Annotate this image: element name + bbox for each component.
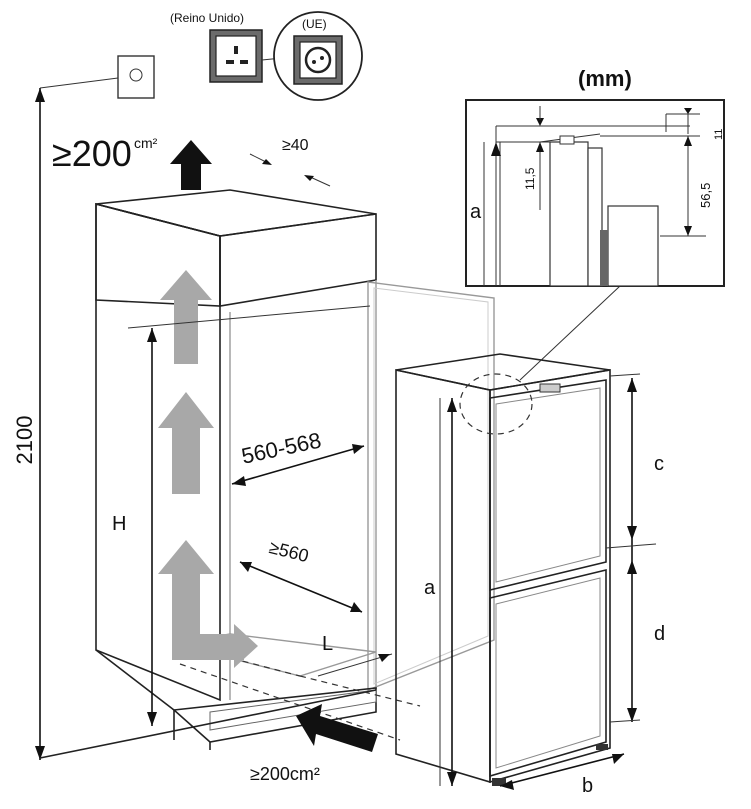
niche-width-dimension: 560-568: [231, 427, 365, 486]
niche-depth-dimension: ≥560: [239, 537, 363, 613]
b-label: b: [582, 775, 593, 797]
airflow-arrows: [158, 270, 258, 668]
niche-depth-label: ≥560: [267, 537, 311, 566]
detail-11-label: 11: [713, 129, 725, 140]
top-vent-arrow-icon: [170, 140, 212, 190]
top-vent-unit: cm²: [134, 135, 158, 151]
c-label: c: [654, 453, 664, 475]
l-label: L: [322, 633, 333, 655]
height-2100-label: 2100: [12, 416, 37, 465]
gap-top-label: ≥40: [282, 137, 309, 154]
a-dimension-main: a: [424, 398, 457, 786]
cd-dimensions: c d: [605, 373, 665, 723]
h-label: H: [112, 513, 126, 535]
a-detail-label: a: [470, 201, 482, 223]
bottom-vent-label: ≥200cm²: [250, 764, 320, 784]
eu-socket-icon: (UE): [273, 11, 363, 101]
detail-inset: a 11,5 56,5 11: [465, 99, 725, 287]
h-dimension: H: [112, 305, 371, 726]
socket-outlet-icon: [39, 55, 155, 99]
detail-11-5-label: 11,5: [523, 167, 537, 190]
detail-56-5-label: 56,5: [698, 183, 713, 208]
b-dimension: b: [499, 753, 625, 797]
top-vent-value: ≥200: [52, 133, 132, 174]
bottom-vent-arrow-icon: [296, 704, 378, 752]
eu-label: (UE): [302, 17, 327, 31]
uk-socket-icon: [209, 29, 263, 83]
niche-width-label: 560-568: [239, 427, 323, 468]
a-main-label: a: [424, 577, 436, 599]
total-height-dimension: 2100: [12, 88, 45, 760]
cabinet-niche: [39, 189, 495, 759]
d-label: d: [654, 623, 665, 645]
mm-label: (mm): [578, 66, 632, 91]
fridge-appliance: [395, 285, 621, 786]
uk-label: (Reino Unido): [170, 11, 244, 25]
